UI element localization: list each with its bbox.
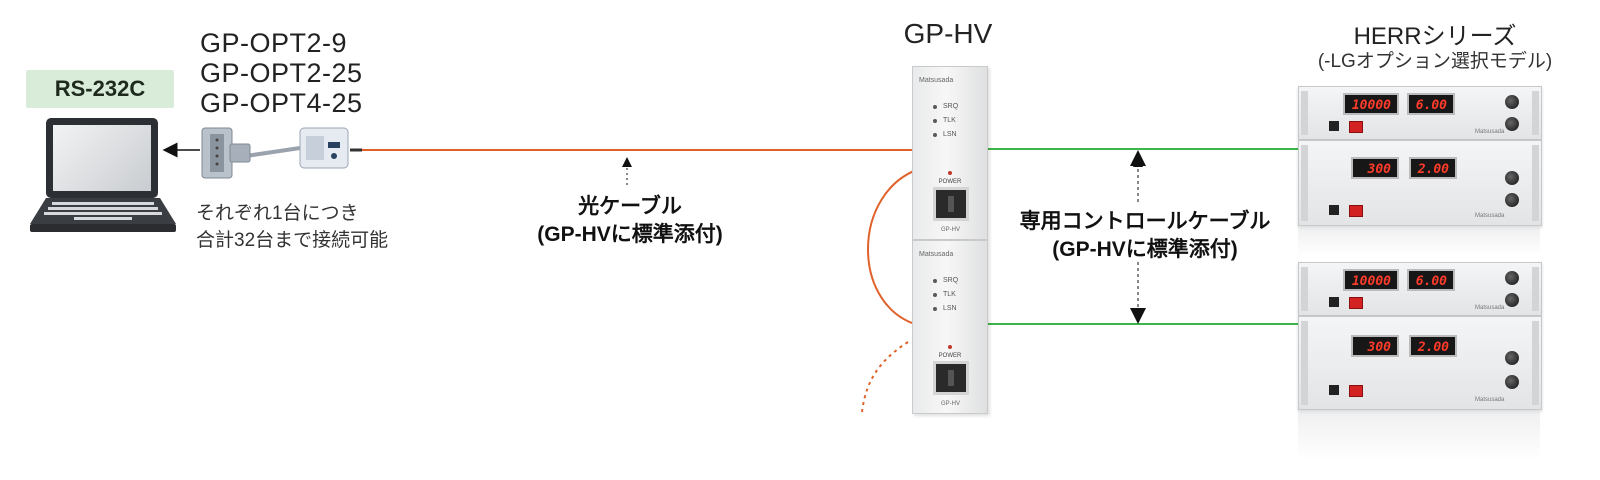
power-switch[interactable] [933, 361, 969, 395]
voltage-knob[interactable] [1505, 95, 1519, 109]
power-switch[interactable] [933, 187, 969, 221]
current-display: 2.00 [1409, 335, 1457, 357]
output-button[interactable] [1349, 205, 1363, 217]
voltage-display: 10000 [1343, 93, 1399, 115]
srq-label: SRQ [943, 103, 959, 110]
lsn-led-icon [933, 307, 937, 311]
psu-brand: Matsusada [1475, 397, 1505, 403]
herr-subtitle: (-LGオプション選択モデル) [1317, 51, 1553, 72]
tlk-led-icon [933, 293, 937, 297]
lsn-label: LSN [943, 305, 957, 312]
optical-cable-label: 光ケーブル [578, 195, 682, 218]
converter-cable [245, 146, 301, 158]
lsn-led-icon [933, 133, 937, 137]
optical-cable-caption: 光ケーブル (GP-HVに標準添付) [500, 193, 760, 249]
gphv-unit-top: Matsusada SRQ TLK LSN POWER GP-HV [912, 66, 988, 240]
control-cable-note: (GP-HVに標準添付) [1052, 238, 1238, 261]
herr-power-supply: 300 2.00 Matsusada [1298, 316, 1542, 410]
control-cable-caption: 専用コントロールケーブル (GP-HVに標準添付) [995, 208, 1295, 264]
lsn-label: LSN [943, 131, 957, 138]
power-label: POWER [938, 179, 962, 185]
gphv-unit-bottom: Matsusada SRQ TLK LSN POWER GP-HV [912, 240, 988, 414]
current-display: 6.00 [1407, 93, 1455, 115]
control-arrowhead-down [1130, 308, 1146, 324]
converter-model: GP-OPT2-9 [200, 28, 348, 58]
gphv-model-label: GP-HV [941, 401, 961, 407]
converter-model-list: GP-OPT2-9 GP-OPT2-25 GP-OPT4-25 [200, 28, 363, 118]
srq-led-icon [933, 279, 937, 283]
pc-note-line1: それぞれ1台につき [196, 203, 359, 224]
current-knob[interactable] [1505, 375, 1519, 389]
herr-power-supply: 10000 6.00 Matsusada [1298, 86, 1542, 140]
power-led-icon [948, 171, 952, 175]
current-display: 2.00 [1409, 157, 1457, 179]
optical-converter-icon [299, 127, 349, 169]
rs232c-badge: RS-232C [26, 70, 174, 108]
psu-brand: Matsusada [1475, 213, 1505, 219]
power-inlet-icon [1329, 121, 1339, 131]
tlk-label: TLK [943, 117, 956, 124]
control-arrowhead-up [1130, 150, 1146, 166]
herr-power-supply: 300 2.00 Matsusada [1298, 140, 1542, 226]
gphv-model-label: GP-HV [941, 227, 961, 233]
voltage-display: 300 [1351, 335, 1399, 357]
voltage-knob[interactable] [1505, 351, 1519, 365]
current-knob[interactable] [1505, 193, 1519, 207]
pc-note-line2: 合計32台まで接続可能 [196, 230, 389, 251]
power-label: POWER [938, 353, 962, 359]
converter-model: GP-OPT4-25 [200, 88, 363, 118]
psu-reflection [1298, 410, 1540, 460]
current-knob[interactable] [1505, 293, 1519, 307]
srq-label: SRQ [943, 277, 959, 284]
psu-brand: Matsusada [1475, 305, 1505, 311]
optical-cable-loop [867, 167, 923, 327]
herr-power-supply: 10000 6.00 Matsusada [1298, 262, 1542, 316]
power-led-icon [948, 345, 952, 349]
db-connector-icon [201, 127, 251, 179]
output-button[interactable] [1349, 297, 1363, 309]
laptop-icon [46, 118, 158, 198]
output-button[interactable] [1349, 385, 1363, 397]
converter-model: GP-OPT2-25 [200, 58, 363, 88]
gphv-brand: Matsusada [919, 251, 954, 258]
power-inlet-icon [1329, 385, 1339, 395]
laptop-keyboard-icon [30, 198, 176, 232]
output-button[interactable] [1349, 121, 1363, 133]
voltage-display: 300 [1351, 157, 1399, 179]
voltage-knob[interactable] [1505, 271, 1519, 285]
tlk-led-icon [933, 119, 937, 123]
current-display: 6.00 [1407, 269, 1455, 291]
optical-cable-continuation [861, 341, 909, 413]
voltage-knob[interactable] [1505, 171, 1519, 185]
tlk-label: TLK [943, 291, 956, 298]
herr-title: HERRシリーズ [1353, 23, 1517, 50]
gphv-brand: Matsusada [919, 77, 954, 84]
power-inlet-icon [1329, 297, 1339, 307]
gphv-title: GP-HV [903, 18, 993, 49]
voltage-display: 10000 [1343, 269, 1399, 291]
current-knob[interactable] [1505, 117, 1519, 131]
control-cable-label: 専用コントロールケーブル [1019, 210, 1271, 233]
psu-brand: Matsusada [1475, 129, 1505, 135]
psu-reflection [1298, 226, 1540, 256]
pc-connection-note: それぞれ1台につき 合計32台まで接続可能 [196, 200, 388, 254]
optical-cable-note: (GP-HVに標準添付) [537, 223, 723, 246]
srq-led-icon [933, 105, 937, 109]
power-inlet-icon [1329, 205, 1339, 215]
